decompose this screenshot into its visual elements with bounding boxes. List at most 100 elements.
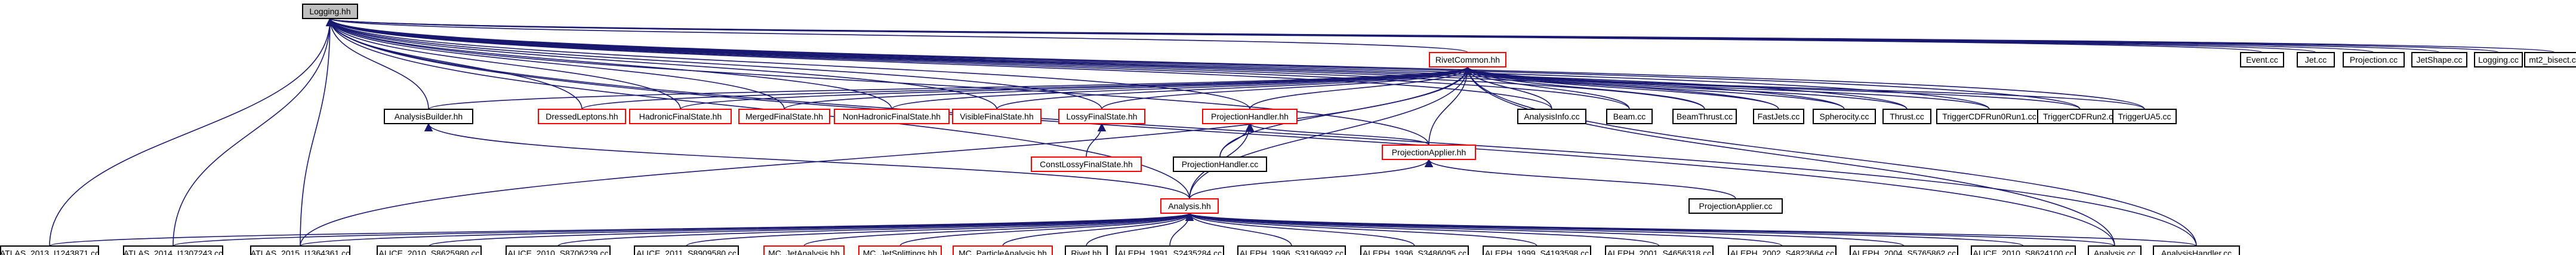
node-mc-jetanalysis-hh[interactable]: MC_JetAnalysis.hh <box>763 245 845 255</box>
node-box[interactable] <box>953 245 1053 255</box>
node-box[interactable] <box>1429 52 1506 67</box>
node-logging-hh[interactable]: Logging.hh <box>302 4 358 19</box>
node-analysisbuilder-hh[interactable]: AnalysisBuilder.hh <box>384 109 473 124</box>
node-hadronicfinalstate-hh[interactable]: HadronicFinalState.hh <box>629 109 732 124</box>
node-alice-2010-s8624100-cc[interactable]: ALICE_2010_S8624100.cc <box>1971 245 2076 255</box>
node-box[interactable] <box>1813 109 1876 124</box>
node-aleph-2002-s4823664-cc[interactable]: ALEPH_2002_S4823664.cc <box>1728 245 1837 255</box>
node-box[interactable] <box>738 109 830 124</box>
node-atlas-2015-i1364361-cc[interactable]: ATLAS_2015_I1364361.cc <box>250 245 350 255</box>
node-box[interactable] <box>763 245 845 255</box>
node-analysis-cc[interactable]: Analysis.cc <box>2088 245 2141 255</box>
node-box[interactable] <box>1688 198 1783 214</box>
node-box[interactable] <box>858 245 942 255</box>
node-box[interactable] <box>1116 245 1224 255</box>
node-aleph-1996-s3486095-cc[interactable]: ALEPH_1996_S3486095.cc <box>1360 245 1469 255</box>
node-box[interactable] <box>2112 109 2177 124</box>
node-box[interactable] <box>123 245 223 255</box>
node-logging-cc[interactable]: Logging.cc <box>2474 52 2523 67</box>
node-aleph-1991-s2435284-cc[interactable]: ALEPH_1991_S2435284.cc <box>1116 245 1224 255</box>
node-visiblefinalstate-hh[interactable]: VisibleFinalState.hh <box>952 109 1042 124</box>
node-box[interactable] <box>1517 109 1586 124</box>
node-box[interactable] <box>952 109 1042 124</box>
node-jetshape-cc[interactable]: JetShape.cc <box>2411 52 2467 67</box>
node-box[interactable] <box>2343 52 2405 67</box>
node-dressedleptons-hh[interactable]: DressedLeptons.hh <box>538 109 626 124</box>
node-analysis-hh[interactable]: Analysis.hh <box>1160 198 1219 214</box>
node-box[interactable] <box>1483 245 1591 255</box>
node-aleph-1996-s3196992-cc[interactable]: ALEPH_1996_S3196992.cc <box>1237 245 1346 255</box>
node-box[interactable] <box>1971 245 2076 255</box>
node-box[interactable] <box>2088 245 2141 255</box>
node-mc-particleanalysis-hh[interactable]: MC_ParticleAnalysis.hh <box>953 245 1053 255</box>
node-box[interactable] <box>2240 52 2284 67</box>
node-rivet-hh[interactable]: Rivet.hh <box>1065 245 1108 255</box>
node-beamthrust-cc[interactable]: BeamThrust.cc <box>1672 109 1737 124</box>
node-box[interactable] <box>1753 109 1804 124</box>
node-box[interactable] <box>1728 245 1837 255</box>
node-triggerua5-cc[interactable]: TriggerUA5.cc <box>2112 109 2177 124</box>
node-projectionapplier-hh[interactable]: ProjectionApplier.hh <box>1382 145 1476 160</box>
node-alice-2010-s8706239-cc[interactable]: ALICE_2010_S8706239.cc <box>506 245 611 255</box>
node-mt2-bisect-cc[interactable]: mt2_bisect.cc <box>2524 52 2576 67</box>
node-atlas-2013-i1243871-cc[interactable]: ATLAS_2013_I1243871.cc <box>0 245 99 255</box>
node-box[interactable] <box>1382 145 1476 160</box>
node-box[interactable] <box>384 109 473 124</box>
node-box[interactable] <box>302 4 358 19</box>
node-box[interactable] <box>1202 109 1298 124</box>
node-aleph-1999-s4193598-cc[interactable]: ALEPH_1999_S4193598.cc <box>1483 245 1591 255</box>
node-box[interactable] <box>1882 109 1931 124</box>
node-box[interactable] <box>377 245 482 255</box>
node-constlossyfinalstate-hh[interactable]: ConstLossyFinalState.hh <box>1031 156 1142 172</box>
node-triggercdfrun2-cc[interactable]: TriggerCDFRun2.cc <box>2037 109 2123 124</box>
node-box[interactable] <box>2524 52 2576 67</box>
node-box[interactable] <box>634 245 739 255</box>
node-box[interactable] <box>1173 156 1267 172</box>
node-box[interactable] <box>506 245 611 255</box>
node-box[interactable] <box>1160 198 1219 214</box>
node-box[interactable] <box>629 109 732 124</box>
node-box[interactable] <box>834 109 950 124</box>
node-box[interactable] <box>1605 245 1714 255</box>
node-analysishandler-cc[interactable]: AnalysisHandler.cc <box>2153 245 2240 255</box>
node-projectionhandler-cc[interactable]: ProjectionHandler.cc <box>1173 156 1267 172</box>
node-spherocity-cc[interactable]: Spherocity.cc <box>1813 109 1876 124</box>
node-box[interactable] <box>0 245 99 255</box>
node-box[interactable] <box>2037 109 2123 124</box>
node-box[interactable] <box>1672 109 1737 124</box>
node-thrust-cc[interactable]: Thrust.cc <box>1882 109 1931 124</box>
node-fastjets-cc[interactable]: FastJets.cc <box>1753 109 1804 124</box>
node-jet-cc[interactable]: Jet.cc <box>2297 52 2335 67</box>
node-label: VisibleFinalState.hh <box>960 112 1033 121</box>
node-box[interactable] <box>1031 156 1142 172</box>
node-projection-cc[interactable]: Projection.cc <box>2343 52 2405 67</box>
node-aleph-2004-s5765862-cc[interactable]: ALEPH_2004_S5765862.cc <box>1850 245 1958 255</box>
node-box[interactable] <box>1360 245 1469 255</box>
node-box[interactable] <box>1850 245 1958 255</box>
node-projectionapplier-cc[interactable]: ProjectionApplier.cc <box>1688 198 1783 214</box>
node-beam-cc[interactable]: Beam.cc <box>1606 109 1653 124</box>
node-box[interactable] <box>2411 52 2467 67</box>
node-mc-jetsplittings-hh[interactable]: MC_JetSplittings.hh <box>858 245 942 255</box>
node-atlas-2014-i1307243-cc[interactable]: ATLAS_2014_I1307243.cc <box>123 245 223 255</box>
node-box[interactable] <box>2297 52 2335 67</box>
node-mergedfinalstate-hh[interactable]: MergedFinalState.hh <box>738 109 830 124</box>
node-box[interactable] <box>1065 245 1108 255</box>
node-box[interactable] <box>1058 109 1145 124</box>
node-box[interactable] <box>2474 52 2523 67</box>
node-box[interactable] <box>1606 109 1653 124</box>
node-box[interactable] <box>1237 245 1346 255</box>
node-analysisinfo-cc[interactable]: AnalysisInfo.cc <box>1517 109 1586 124</box>
node-projectionhandler-hh[interactable]: ProjectionHandler.hh <box>1202 109 1298 124</box>
node-event-cc[interactable]: Event.cc <box>2240 52 2284 67</box>
node-alice-2011-s8909580-cc[interactable]: ALICE_2011_S8909580.cc <box>634 245 739 255</box>
node-rivetcommon-hh[interactable]: RivetCommon.hh <box>1429 52 1506 67</box>
node-nonhadronicfinalstate-hh[interactable]: NonHadronicFinalState.hh <box>834 109 950 124</box>
node-aleph-2001-s4656318-cc[interactable]: ALEPH_2001_S4656318.cc <box>1605 245 1714 255</box>
node-box[interactable] <box>250 245 350 255</box>
node-box[interactable] <box>538 109 626 124</box>
node-triggercdfrun0run1-cc[interactable]: TriggerCDFRun0Run1.cc <box>1936 109 2042 124</box>
node-lossyfinalstate-hh[interactable]: LossyFinalState.hh <box>1058 109 1145 124</box>
node-alice-2010-s8625980-cc[interactable]: ALICE_2010_S8625980.cc <box>377 245 482 255</box>
node-box[interactable] <box>2153 245 2240 255</box>
